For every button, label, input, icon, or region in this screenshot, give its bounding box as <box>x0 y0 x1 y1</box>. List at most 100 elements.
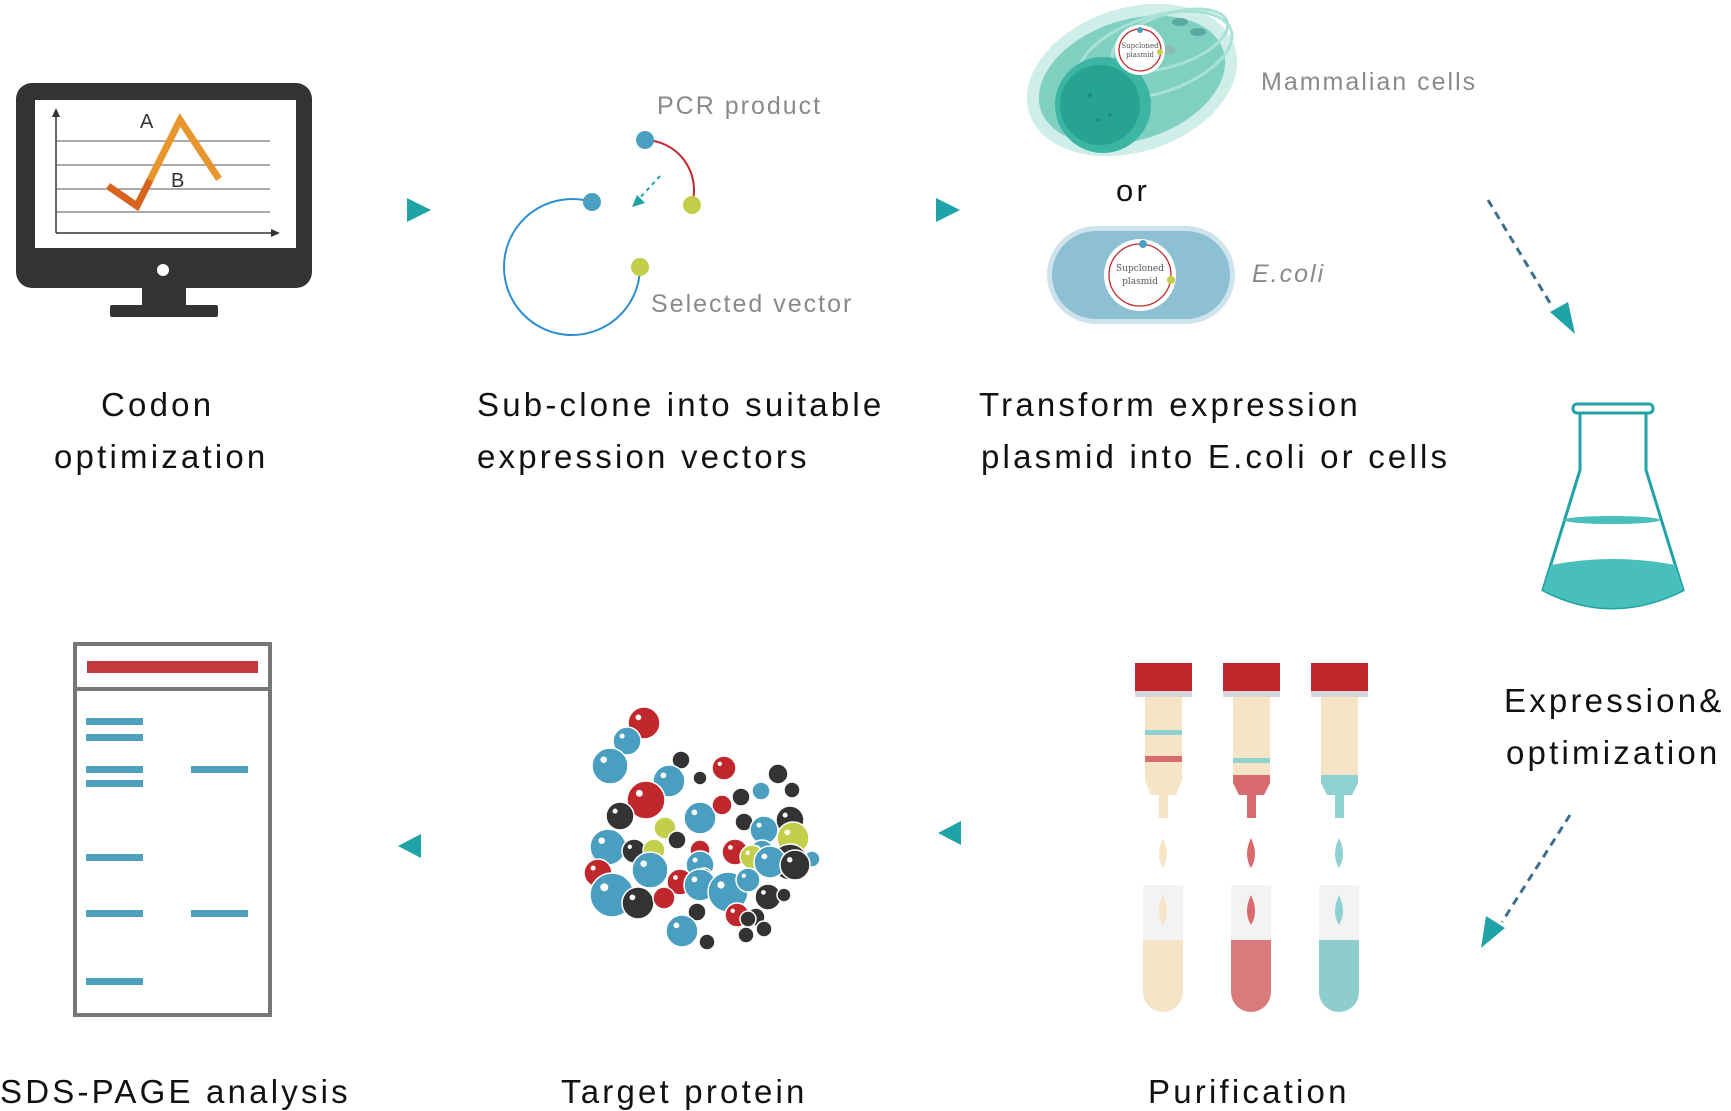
molecule-highlight <box>600 883 609 892</box>
pcr-product-label: PCR product <box>657 92 823 120</box>
protein-molecule <box>711 794 733 816</box>
codon-caption-line2: optimization <box>54 438 269 475</box>
arrow-left-icon-2 <box>398 834 421 858</box>
protein-molecule <box>711 755 737 781</box>
expression-caption-line2: optimization <box>1506 734 1721 771</box>
protein-molecule <box>737 926 755 944</box>
protein-molecule <box>755 920 773 938</box>
molecule-highlight <box>635 714 642 721</box>
selected-vector-label: Selected vector <box>651 290 854 318</box>
mammalian-cell-icon: Supcloned plasmid <box>1026 3 1238 157</box>
protein-molecule <box>626 780 666 820</box>
molecule-highlight <box>619 733 625 739</box>
molecule-highlight <box>598 837 605 844</box>
expression-caption-line1: Expression& <box>1504 682 1725 719</box>
chart-label-a: A <box>140 111 154 133</box>
molecule-highlight <box>640 860 647 867</box>
protein-molecule <box>652 886 676 910</box>
gel-band <box>191 910 248 917</box>
dashed-arrow-down-left-icon <box>1481 814 1572 948</box>
ecoli-label: E.coli <box>1252 260 1326 288</box>
protein-molecule <box>631 851 669 889</box>
gel-band <box>86 734 143 741</box>
transform-caption-line1: Transform expression <box>979 386 1361 423</box>
gel-band <box>86 780 143 787</box>
plasmid-label-line1: Supcloned <box>1121 42 1159 50</box>
protein-molecule <box>698 933 716 951</box>
plasmid-label-line2: plasmid <box>1122 277 1158 287</box>
sds-page-gel-icon <box>73 642 272 1017</box>
molecule-highlight <box>590 865 596 871</box>
transform-caption-line2: plasmid into E.coli or cells <box>981 438 1451 475</box>
molecule-highlight <box>717 761 722 766</box>
molecule-highlight <box>692 857 698 863</box>
dashed-arrow-down-right-icon <box>1486 199 1575 334</box>
molecule-highlight <box>612 808 618 814</box>
computer-monitor-icon: A B <box>16 83 312 317</box>
protein-molecule <box>779 849 811 881</box>
purification-caption: Purification <box>1148 1073 1350 1110</box>
flask-icon <box>1541 402 1685 610</box>
molecule-highlight <box>730 908 735 913</box>
protein-molecule <box>735 867 761 893</box>
molecule-highlight <box>761 890 766 895</box>
codon-caption-line1: Codon <box>101 386 215 423</box>
molecule-highlight <box>600 756 607 763</box>
or-label: or <box>1116 173 1150 208</box>
molecule-highlight <box>756 822 762 828</box>
molecule-highlight <box>691 876 698 883</box>
target-protein-caption: Target protein <box>561 1073 808 1110</box>
gel-band <box>86 978 143 985</box>
ecoli-icon: Supcloned plasmid <box>1047 226 1235 324</box>
molecule-highlight <box>691 809 698 816</box>
gel-band <box>86 718 143 725</box>
molecule-highlight <box>629 894 636 901</box>
molecule-highlight <box>782 812 788 818</box>
molecule-highlight <box>673 922 680 929</box>
arrow-right-icon-2 <box>936 198 960 222</box>
protein-molecule <box>776 887 792 903</box>
protein-cluster-icon <box>583 706 821 951</box>
protein-molecule <box>671 750 691 770</box>
molecule-highlight <box>784 829 791 836</box>
molecule-highlight <box>745 850 750 855</box>
protein-molecule <box>767 763 789 785</box>
protein-molecule <box>612 726 642 756</box>
protein-molecule <box>621 886 655 920</box>
molecule-highlight <box>635 789 643 797</box>
protein-molecule <box>591 747 629 785</box>
gel-band <box>86 910 143 917</box>
molecule-highlight <box>627 844 632 849</box>
molecule-highlight <box>728 845 733 850</box>
protein-molecule <box>683 801 717 835</box>
protein-molecule <box>605 801 635 831</box>
subclone-caption-line1: Sub-clone into suitable <box>477 386 885 423</box>
protein-molecule <box>751 781 771 801</box>
molecule-highlight <box>717 881 725 889</box>
gel-band <box>86 766 143 773</box>
plasmid-label-line1: Supcloned <box>1116 264 1164 274</box>
gel-band <box>86 854 143 861</box>
protein-molecule <box>783 781 801 799</box>
molecule-highlight <box>761 853 768 860</box>
purification-columns-icon <box>1135 663 1368 1012</box>
gel-band <box>191 766 248 773</box>
protein-molecule <box>739 910 757 928</box>
arrow-left-icon-1 <box>938 821 961 845</box>
protein-molecule <box>667 830 687 850</box>
sds-page-caption: SDS-PAGE analysis <box>0 1073 351 1110</box>
protein-molecule <box>692 770 708 786</box>
molecule-highlight <box>660 772 667 779</box>
chart-label-b: B <box>171 170 184 192</box>
arrow-right-icon-1 <box>407 198 431 222</box>
protein-molecule <box>687 902 707 922</box>
subclone-caption-line2: expression vectors <box>477 438 810 475</box>
mammalian-cells-label: Mammalian cells <box>1261 68 1478 96</box>
subclone-illustration <box>503 131 701 336</box>
molecule-highlight <box>741 873 746 878</box>
molecule-highlight <box>787 857 793 863</box>
plasmid-label-line2: plasmid <box>1126 51 1154 59</box>
protein-molecule <box>665 914 699 948</box>
molecule-highlight <box>673 875 678 880</box>
